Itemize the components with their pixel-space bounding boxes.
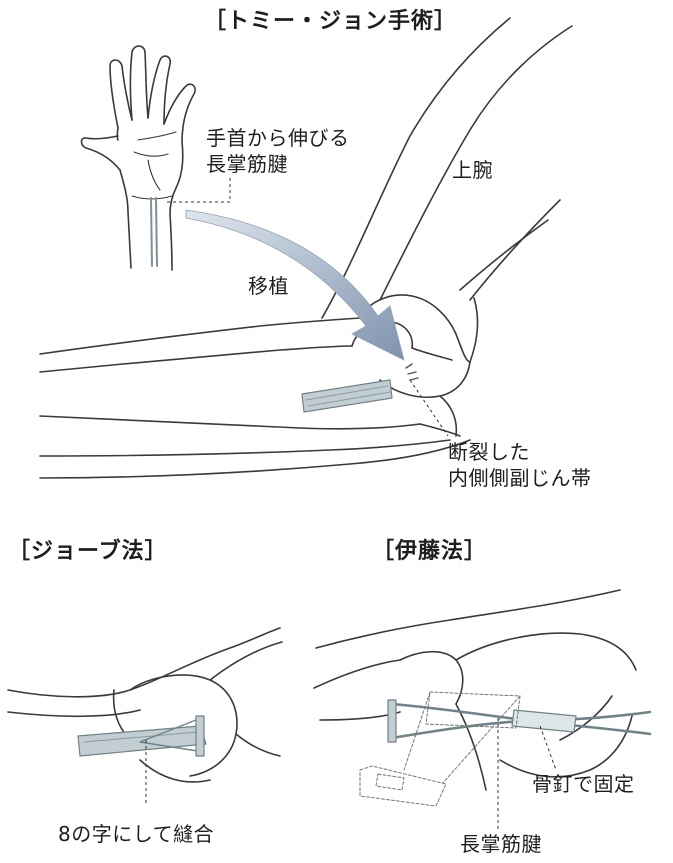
title-ito: ［伊藤法］ — [372, 539, 488, 564]
label-figure-eight: 8の字にして縫合 — [58, 822, 215, 846]
transplant-arrow — [185, 209, 405, 361]
arm-drawing — [39, 17, 573, 479]
label-transplant: 移植 — [248, 274, 289, 298]
leader-line-bone-nail — [539, 725, 557, 771]
leader-line-torn-ligament — [409, 379, 449, 437]
label-tendon-from-wrist-2: 長掌筋腱 — [206, 152, 288, 176]
jobe-drawing — [7, 627, 283, 783]
title-jobe: ［ジョーブ法］ — [8, 539, 168, 564]
label-upper-arm: 上腕 — [452, 158, 493, 182]
title-tommy-john: ［トミー・ジョン手術］ — [204, 9, 458, 34]
hand-drawing — [80, 45, 196, 271]
label-tendon-from-wrist-1: 手首から伸びる — [206, 126, 350, 150]
label-palmaris-longus: 長掌筋腱 — [460, 832, 542, 856]
label-torn-ucl-1: 断裂した — [448, 440, 530, 464]
label-bone-nail: 骨釘で固定 — [532, 772, 635, 796]
ito-drawing — [313, 589, 652, 807]
label-torn-ucl-2: 内側側副じん帯 — [448, 466, 592, 490]
leader-line-wrist-tendon — [164, 178, 231, 203]
